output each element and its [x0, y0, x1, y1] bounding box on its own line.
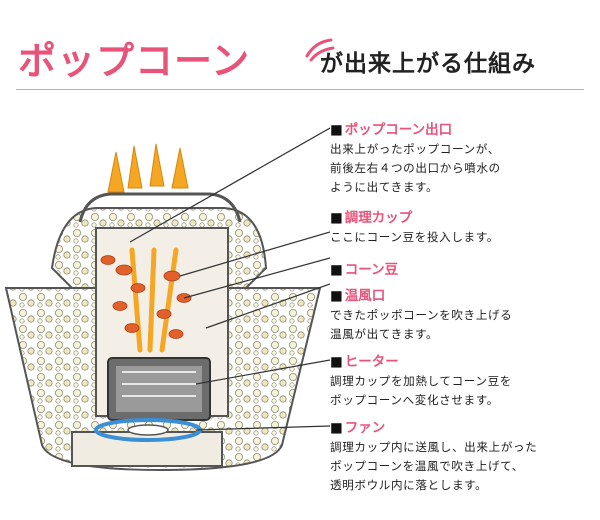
- label-desc: 出来上がったポップコーンが、 前後左右４つの出口から噴水の ように出てきます。: [330, 140, 600, 197]
- pop-burst-icon: [305, 38, 335, 62]
- label-desc: できたポッポコーンを吹き上げる 温風が出てきます。: [330, 306, 600, 344]
- desc-line: ように出てきます。: [330, 180, 439, 194]
- label-desc: ここにコーン豆を投入します。: [330, 228, 600, 247]
- corn-kernels: [100, 255, 192, 339]
- marker-square: ■: [330, 354, 343, 370]
- desc-line: 温風が出てきます。: [330, 327, 439, 341]
- label-desc: 調理カップを加熱してコーン豆を ポップコーンへ変化させます。: [330, 372, 600, 410]
- desc-line: 透明ボウル内に落とします。: [330, 478, 488, 492]
- label-title: ポップコーン出口: [344, 122, 453, 138]
- desc-line: ポップコーンを温風で吹き上げて、: [330, 459, 524, 473]
- title-divider: [16, 89, 584, 90]
- desc-line: 調理カップを加熱してコーン豆を: [330, 374, 512, 388]
- heater: [122, 371, 196, 397]
- desc-line: ここにコーン豆を投入します。: [330, 230, 499, 244]
- popcorn-exit-arrows: [107, 143, 189, 193]
- label-fan: ■ファン 調理カップ内に送風し、出来上がった ポップコーンを温風で吹き上げて、 …: [330, 416, 600, 495]
- label-popcorn-exit: ■ポップコーン出口 出来上がったポップコーンが、 前後左右４つの出口から噴水の …: [330, 118, 600, 197]
- desc-line: 前後左右４つの出口から噴水の: [330, 161, 501, 175]
- marker-square: ■: [330, 288, 343, 304]
- popcorn-machine-diagram: [4, 127, 330, 472]
- title-main: ポップコーン: [18, 39, 251, 83]
- desc-line: ポップコーンへ変化させます。: [330, 393, 499, 407]
- desc-line: できたポッポコーンを吹き上げる: [330, 308, 513, 322]
- title-sub: が出来上がる仕組み: [320, 51, 536, 77]
- desc-line: 出来上がったポップコーンが、: [330, 142, 500, 156]
- marker-square: ■: [330, 420, 343, 436]
- machine-base: [71, 431, 223, 467]
- desc-line: 調理カップ内に送風し、出来上がった: [330, 440, 538, 454]
- leader-lines: [129, 127, 330, 431]
- label-title: 温風口: [344, 288, 386, 304]
- hot-air-arrows: [129, 247, 179, 353]
- marker-square: ■: [330, 210, 343, 226]
- page-title: ポップコーン が出来上がる仕組み: [18, 30, 588, 86]
- label-corn-kernels: ■コーン豆: [330, 258, 600, 278]
- label-air-outlet: ■温風口 できたポッポコーンを吹き上げる 温風が出てきます。: [330, 284, 600, 344]
- label-desc: 調理カップ内に送風し、出来上がった ポップコーンを温風で吹き上げて、 透明ボウル…: [330, 438, 600, 495]
- label-heater: ■ヒーター 調理カップを加熱してコーン豆を ポップコーンへ変化させます。: [330, 350, 600, 410]
- label-title: ファン: [344, 420, 386, 436]
- label-cooking-cup: ■調理カップ ここにコーン豆を投入します。: [330, 206, 600, 247]
- label-title: 調理カップ: [344, 210, 413, 226]
- marker-square: ■: [330, 122, 343, 138]
- label-title: ヒーター: [344, 354, 399, 370]
- label-title: コーン豆: [344, 262, 399, 278]
- marker-square: ■: [330, 262, 343, 278]
